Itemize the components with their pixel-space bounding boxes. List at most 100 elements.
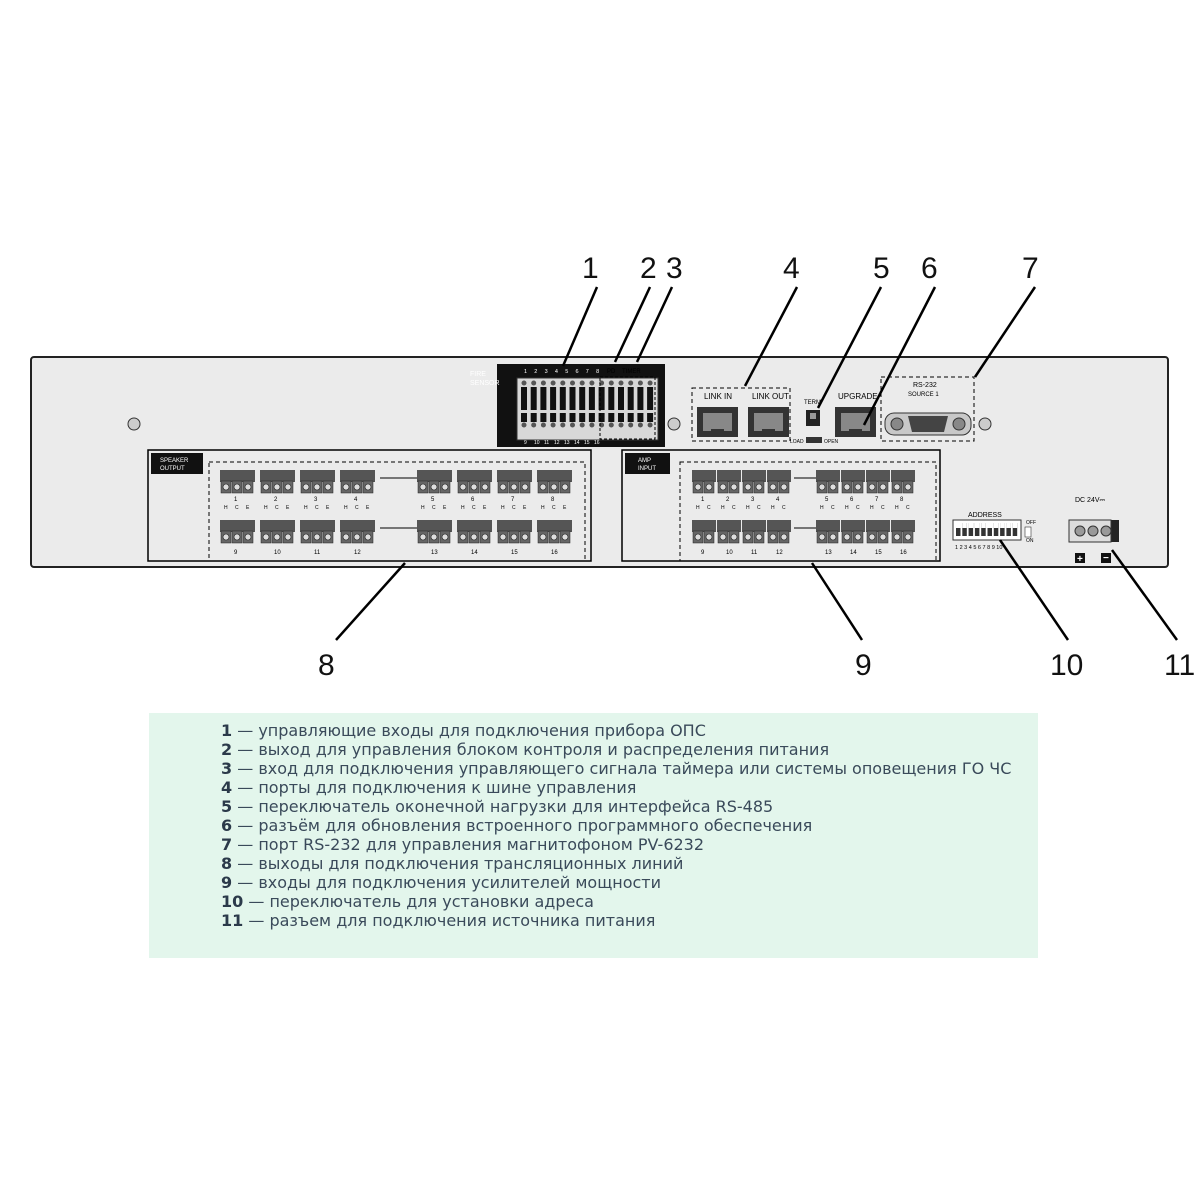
terminal-screw-icon: [868, 533, 876, 541]
address-numbers: 1 2 3 4 5 6 7 8 9 10: [955, 545, 1002, 551]
amp-terminal-block: [692, 520, 716, 544]
rj45-port-icon: [697, 407, 789, 437]
legend-item: 9 — входы для подключения усилителей мощ…: [221, 873, 1038, 892]
upgrade-label: UPGRADE: [838, 392, 878, 401]
fire-terminal: [530, 413, 537, 422]
terminal-screw-icon: [570, 422, 575, 428]
hc-label: H: [870, 505, 874, 511]
terminal-screw-icon: [550, 422, 556, 428]
legend-item: 4 — порты для подключения к шине управле…: [221, 778, 1038, 797]
chassis: [30, 356, 1169, 568]
terminal-screw-icon: [780, 533, 788, 541]
terminal-screw-icon: [879, 533, 887, 541]
terminal-screw-icon: [364, 533, 372, 541]
fire-bottom-number: 14: [574, 440, 580, 446]
terminal-screw-icon: [618, 380, 624, 386]
on-label: ON: [1026, 538, 1034, 544]
terminal-screw-icon: [222, 533, 230, 541]
fire-terminal: [550, 413, 557, 422]
amp-channel-number: 9: [701, 550, 705, 556]
speaker-terminal-block: [417, 470, 452, 494]
dip-switch-lever: [1012, 523, 1018, 536]
legend-number: 9: [221, 873, 233, 892]
hce-label: C: [472, 505, 476, 511]
callout-9: 9: [855, 649, 872, 682]
terminal-screw-icon: [843, 483, 851, 491]
upgrade-port-icon: [835, 407, 876, 437]
amp-terminal-block: [717, 470, 741, 494]
terminal-screw-icon: [531, 380, 537, 386]
hc-label: C: [757, 505, 761, 511]
fire-terminal: [521, 387, 527, 410]
hc-label: C: [732, 505, 736, 511]
hce-label: E: [246, 505, 250, 511]
speaker-channel-number: 5: [431, 497, 435, 503]
callout-8: 8: [318, 649, 335, 682]
legend-number: 4: [221, 778, 233, 797]
callout-lines: [335, 286, 1179, 641]
terminal-screw-icon: [521, 380, 527, 386]
terminal-screw-icon: [744, 533, 752, 541]
amp-label: AMP: [638, 458, 651, 464]
fire-terminal: [550, 387, 557, 410]
legend-text: — выходы для подключения трансляционных …: [232, 854, 684, 873]
terminal-screw-icon: [694, 533, 702, 541]
fire-top-number: 5: [565, 369, 568, 375]
callout-11: 11: [1164, 649, 1195, 682]
hc-label: H: [771, 505, 775, 511]
hce-label: C: [315, 505, 319, 511]
terminal-screw-icon: [579, 422, 585, 428]
callout-2: 2: [640, 252, 657, 285]
terminal-screw-icon: [561, 483, 569, 491]
speaker-channel-number: 1: [234, 497, 238, 503]
fire-terminal: [521, 413, 527, 422]
fire-bottom-number: 16: [594, 440, 600, 446]
fire-bottom-number: 15: [584, 440, 590, 446]
hce-label: E: [563, 505, 567, 511]
callout-6: 6: [921, 252, 938, 285]
terminal-screw-icon: [637, 422, 643, 428]
dip-switch-lever: [1000, 523, 1005, 536]
legend-number: 3: [221, 759, 233, 778]
sensor-label-2: SENSOR: [470, 380, 500, 387]
terminal-screw-icon: [829, 483, 837, 491]
fire-terminal: [569, 387, 576, 410]
dip-switch-lever: [1006, 523, 1011, 536]
terminal-screw-icon: [470, 483, 478, 491]
legend-item: 5 — переключатель оконечной нагрузки для…: [221, 797, 1038, 816]
terminal-screw-icon: [521, 533, 529, 541]
fire-bottom-number: 13: [564, 440, 570, 446]
term-label: TERM: [804, 400, 821, 406]
legend-item: 10 — переключатель для установки адреса: [221, 892, 1038, 911]
terminal-screw-icon: [364, 483, 372, 491]
terminal-screw-icon: [719, 533, 727, 541]
terminal-screw-icon: [470, 533, 478, 541]
terminal-screw-icon: [233, 533, 241, 541]
terminal-screw-icon: [904, 533, 912, 541]
fire-label: FIRE: [470, 371, 486, 378]
terminal-screw-icon: [353, 483, 361, 491]
fire-bottom-number: 10: [534, 440, 540, 446]
terminal-screw-icon: [324, 483, 332, 491]
address-label: ADDRESS: [968, 512, 1002, 519]
amp-terminal-block: [816, 520, 840, 544]
callout-numbers: 1 2 3 4 5 6 7 8 9 10 11: [318, 252, 1195, 682]
dip-switch-knob: [1006, 523, 1011, 528]
legend-number: 2: [221, 740, 233, 759]
fire-top-number: 7: [586, 369, 589, 375]
fire-terminal: [579, 413, 586, 422]
speaker-channel-number: 4: [354, 497, 358, 503]
amp-channel-number: 1: [701, 497, 705, 503]
legend-text: — разъем для подключения источника питан…: [243, 911, 656, 930]
fire-top-number: 6: [576, 369, 579, 375]
legend-item: 6 — разъём для обновления встроенного пр…: [221, 816, 1038, 835]
terminal-screw-icon: [540, 422, 546, 428]
amp-channel-number: 10: [726, 550, 733, 556]
amp-channel-number: 13: [825, 550, 832, 556]
hce-label: C: [432, 505, 436, 511]
amp-channel-number: 14: [850, 550, 857, 556]
fire-terminal: [559, 413, 566, 422]
legend-text: — выход для управления блоком контроля и…: [232, 740, 830, 759]
legend-item: 7 — порт RS-232 для управления магнитофо…: [221, 835, 1038, 854]
